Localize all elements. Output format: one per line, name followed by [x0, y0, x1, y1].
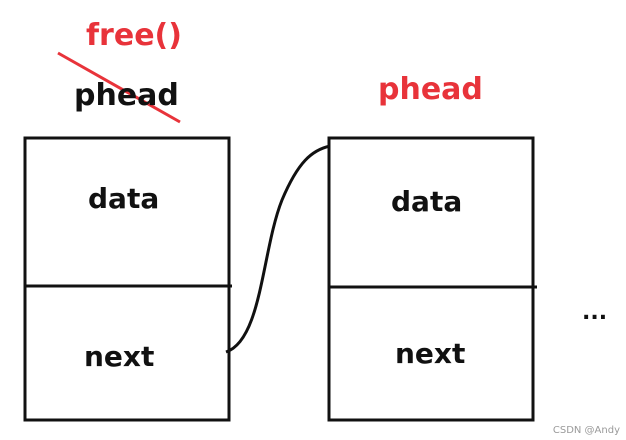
old-node-box: [23, 136, 231, 422]
new-node-data-label: data: [391, 185, 463, 218]
free-call-label: free(): [86, 18, 182, 53]
new-phead-label: phead: [378, 72, 483, 107]
next-pointer-link: [225, 144, 331, 354]
new-node-box: [327, 136, 535, 422]
new-node-next-label: next: [395, 337, 466, 370]
old-phead-label: phead: [74, 78, 179, 113]
old-node-data-label: data: [88, 182, 160, 215]
strike-through-line: [57, 51, 181, 124]
ellipsis-label: ...: [582, 300, 608, 325]
watermark-text: CSDN @Andy: [552, 425, 620, 436]
old-node-next-label: next: [84, 340, 155, 373]
